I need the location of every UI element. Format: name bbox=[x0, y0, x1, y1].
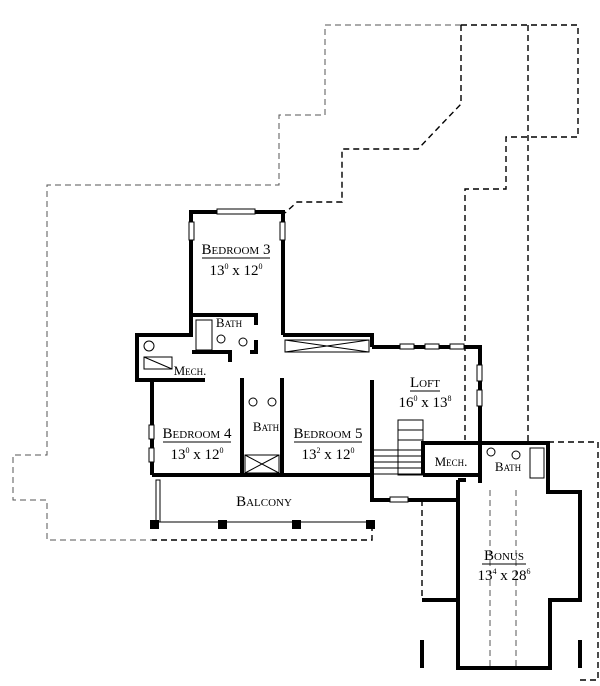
windows bbox=[148, 208, 483, 503]
room-dimensions: 160 x 138 bbox=[399, 394, 452, 411]
room-name: Bonus bbox=[484, 548, 524, 564]
room-name: Bedroom 5 bbox=[294, 426, 363, 442]
room-bedroom-5: Bedroom 5 132 x 120 bbox=[294, 426, 363, 463]
room-dimensions: 132 x 120 bbox=[302, 446, 355, 463]
bath-center-label: Bath bbox=[253, 419, 280, 434]
walls bbox=[135, 210, 582, 670]
roof-outline bbox=[12, 24, 599, 681]
mech-right-label: Mech. bbox=[435, 454, 468, 469]
balcony-label: Balcony bbox=[236, 494, 292, 510]
bath-right-label: Bath bbox=[495, 459, 522, 474]
room-bonus: Bonus 134 x 286 bbox=[478, 548, 531, 584]
room-dimensions: 130 x 120 bbox=[171, 446, 224, 463]
bath-upper-label: Bath bbox=[216, 315, 243, 330]
room-loft: Loft 160 x 138 bbox=[399, 375, 452, 411]
room-dimensions: 134 x 286 bbox=[478, 567, 531, 584]
fixtures bbox=[143, 319, 545, 523]
stairs bbox=[374, 429, 423, 475]
room-name: Loft bbox=[410, 375, 440, 391]
room-name: Bedroom 3 bbox=[202, 242, 271, 258]
room-bedroom-3: Bedroom 3 130 x 120 bbox=[202, 242, 271, 279]
room-name: Bedroom 4 bbox=[163, 426, 232, 442]
room-dimensions: 130 x 120 bbox=[210, 262, 263, 279]
room-bedroom-4: Bedroom 4 130 x 120 bbox=[163, 426, 232, 463]
mech-left-label: Mech. bbox=[174, 363, 207, 378]
balcony-posts bbox=[150, 520, 375, 529]
